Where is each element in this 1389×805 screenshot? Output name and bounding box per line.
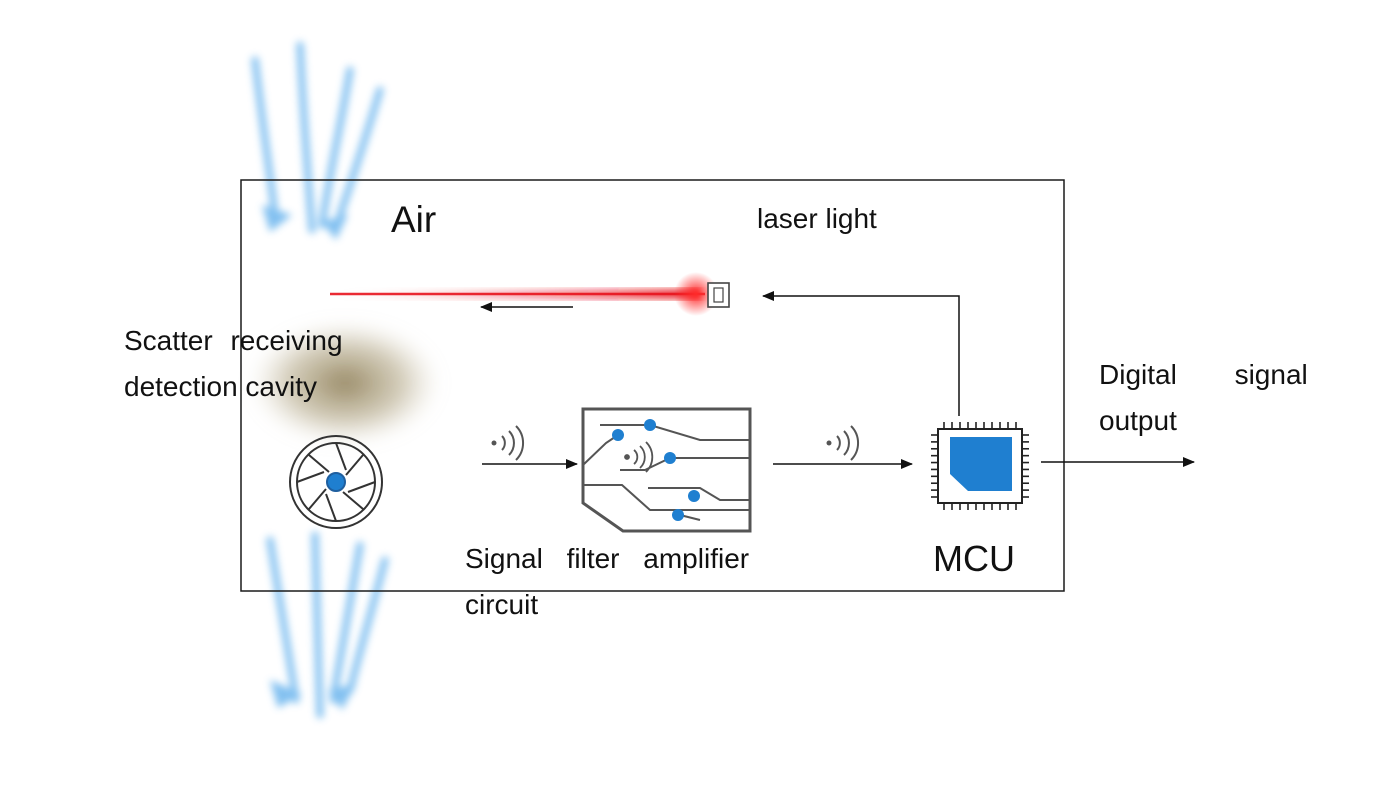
signal-circuit-label-line2: circuit: [465, 589, 538, 620]
mcu-to-laser-arrow: [762, 291, 960, 416]
mcu-label: MCU: [933, 538, 1015, 579]
dust-cloud-icon: [250, 321, 440, 445]
scatter-label-line2: detection cavity: [124, 371, 317, 402]
digital-output-label-line2: output: [1099, 405, 1177, 436]
air-label: Air: [391, 199, 436, 240]
laser-emitter-icon: [707, 282, 730, 308]
mcu-chip-icon: [931, 422, 1029, 510]
signal-wave-icon: [826, 425, 860, 461]
airflow-icon: [251, 41, 389, 719]
signal-circuit-label-line1: Signal filter amplifier: [465, 543, 749, 574]
laser-beam: [320, 272, 718, 316]
laser-light-label: laser light: [757, 203, 877, 234]
digital-output-label-line1: Digital signal: [1099, 359, 1308, 390]
scatter-label-line1: Scatter receiving: [124, 325, 343, 356]
fan-icon: [289, 435, 383, 529]
signal-wave-icon: [491, 425, 525, 461]
circuit-board-icon: [581, 407, 752, 533]
enclosure-frame: [240, 179, 1065, 592]
